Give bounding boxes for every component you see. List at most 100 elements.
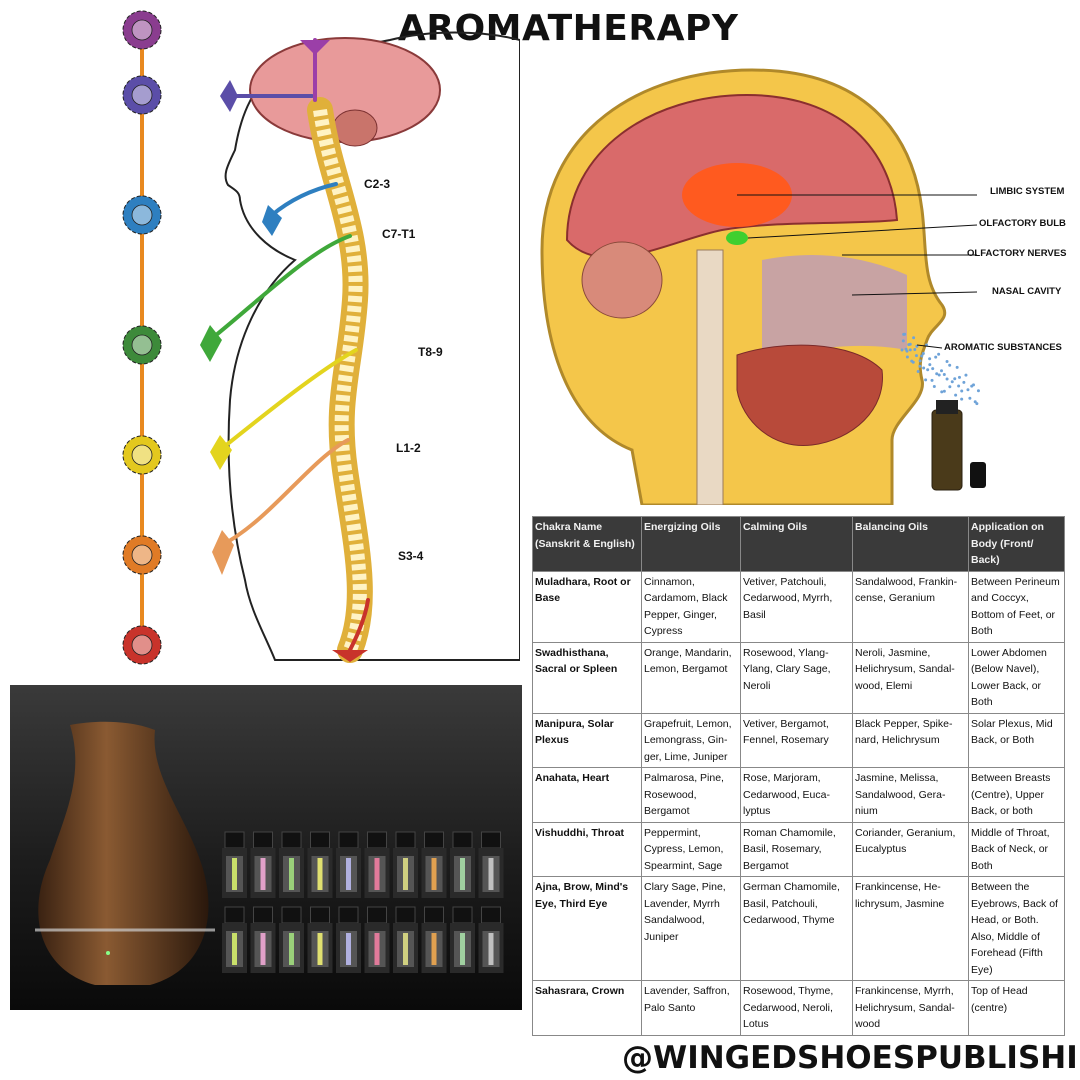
vapour-dot [960,397,964,401]
oil-bottle [478,831,504,898]
nerve-sacral [220,438,350,547]
vapour-dot [968,396,972,400]
vapour-dot [950,380,954,384]
cell-chakra: Muladhara, Root or Base [532,570,642,643]
oil-bottle [279,906,304,973]
chakra-symbol-heart-icon [122,325,162,365]
oil-bottle [279,831,304,898]
vapour-dot [934,355,938,359]
nerve-end-throat [262,205,282,236]
vapour-dot [937,352,941,356]
vapour-dot [962,380,966,384]
label-aromatic-substances: AROMATIC SUBSTANCES [944,342,1062,353]
cell-chakra: Anahata, Heart [532,767,642,823]
cell-application: Between Perineum and Coccyx, Bottom of F… [968,570,1065,643]
spine-label-l1-2: L1-2 [396,441,421,455]
vapour-dot [932,384,936,388]
vapour-dot [945,360,949,364]
oil-bottle [393,831,418,898]
aroma-diffuser [38,721,209,985]
nerve-solar [218,348,358,452]
chakra-spine-illustration: C2-3 C7-T1 T8-9 L1-2 S3-4 [122,10,520,665]
cell-balancing: Sandalwood, Frankin-cense, Geranium [852,570,969,643]
cell-chakra: Manipura, Solar Plexus [532,712,642,768]
nasal-cavity [762,255,907,360]
cell-energizing: Lavender, Saffron, Palo Santo [641,980,741,1036]
bottle-cap [936,400,958,414]
vapour-dot [953,377,957,381]
cell-application: Lower Abdomen (Below Navel), Lower Back,… [968,641,1065,714]
nerve-throat [270,182,338,217]
label-nasal-cavity: NASAL CAVITY [992,286,1062,297]
brain-stem [696,249,724,505]
nerve-end-root [332,650,368,662]
cell-balancing: Neroli, Jasmine, Helichrysum, Sandal-woo… [852,641,969,714]
vapour-dot [922,366,926,370]
mouth-tongue [736,344,883,447]
vapour-dot [921,352,925,356]
oil-bottle [450,831,475,898]
vapour-dot [908,348,912,352]
nerve-end-sacral [212,530,234,575]
vapour-dot [957,384,961,388]
spine-label-c7-t1: C7-T1 [382,227,416,241]
cell-energizing: Clary Sage, Pine, Lavender, Myrrh Sandal… [641,876,741,981]
vapour-dot [903,332,907,336]
vapour-dot [975,402,979,406]
vapour-dot [905,355,909,359]
vapour-dot [928,363,932,367]
vapour-dot [966,388,970,392]
spine-label-t8-9: T8-9 [418,345,443,359]
oil-bottle [364,906,390,973]
vapour-dot [928,357,932,361]
vapour-dot [901,339,905,343]
vapour-dot [942,372,946,376]
oil-bottle [393,906,418,973]
oil-bottle [307,831,333,898]
vapour-dot [911,360,915,364]
table-row: Sahasrara, Crown Lavender, Saffron, Palo… [532,980,1065,1036]
cell-energizing: Palmarosa, Pine, Rosewood, Bergamot [641,767,741,823]
spine-label-c2-3: C2-3 [364,177,390,191]
vapour-dot [954,393,958,397]
vapour-dot [960,389,964,393]
cell-chakra: Vishuddhi, Throat [532,821,642,877]
vapour-dot [918,364,922,368]
vapour-dot [935,372,939,376]
cell-calming: Rosewood, Thyme, Cedarwood, Neroli, Lotu… [740,980,853,1036]
vapour-dot [955,365,959,369]
oil-bottle [478,906,504,973]
diffuser-and-oils-photo [10,685,522,1010]
nerve-end-solar [210,435,232,470]
oil-bottle [222,906,247,973]
chakra-symbol-sacral-icon [122,535,162,575]
table-row: Muladhara, Root or Base Cinnamon, Cardam… [532,570,1065,643]
vapour-dot [930,378,934,382]
oil-bottle [450,906,475,973]
vapour-dot [924,378,928,382]
chakra-oils-table: Chakra Name (Sanskrit & English) Energiz… [532,516,1065,1036]
vapour-dot [964,373,968,377]
oil-bottle [336,906,361,973]
vapour-dot [957,375,961,379]
cell-application: Top of Head (centre) [968,980,1065,1036]
vapour-dot [904,347,908,351]
cell-energizing: Peppermint, Cypress, Lemon, Spearmint, S… [641,821,741,877]
cell-energizing: Cinnamon, Cardamom, Black Pepper, Ginger… [641,570,741,643]
col-header-chakra: Chakra Name (Sanskrit & English) [532,516,642,572]
cell-chakra: Sahasrara, Crown [532,980,642,1036]
vapour-dot [940,390,944,394]
vapour-dot [931,367,935,371]
oil-bottle [250,831,276,898]
label-olfactory-nerves: OLFACTORY NERVES [967,248,1066,259]
vapour-dot [926,368,930,372]
col-header-energizing: Energizing Oils [641,516,741,572]
spine-label-s3-4: S3-4 [398,549,424,563]
cell-balancing: Jasmine, Melissa, Sandalwood, Gera-nium [852,767,969,823]
vapour-dot [940,369,944,373]
vapour-dot [942,389,946,393]
olfactory-head-illustration: LIMBIC SYSTEM OLFACTORY BULB OLFACTORY N… [540,68,1066,505]
vapour-dot [916,369,920,373]
vapour-dot [914,354,918,358]
chakra-symbol-solar-plexus-icon [122,435,162,475]
